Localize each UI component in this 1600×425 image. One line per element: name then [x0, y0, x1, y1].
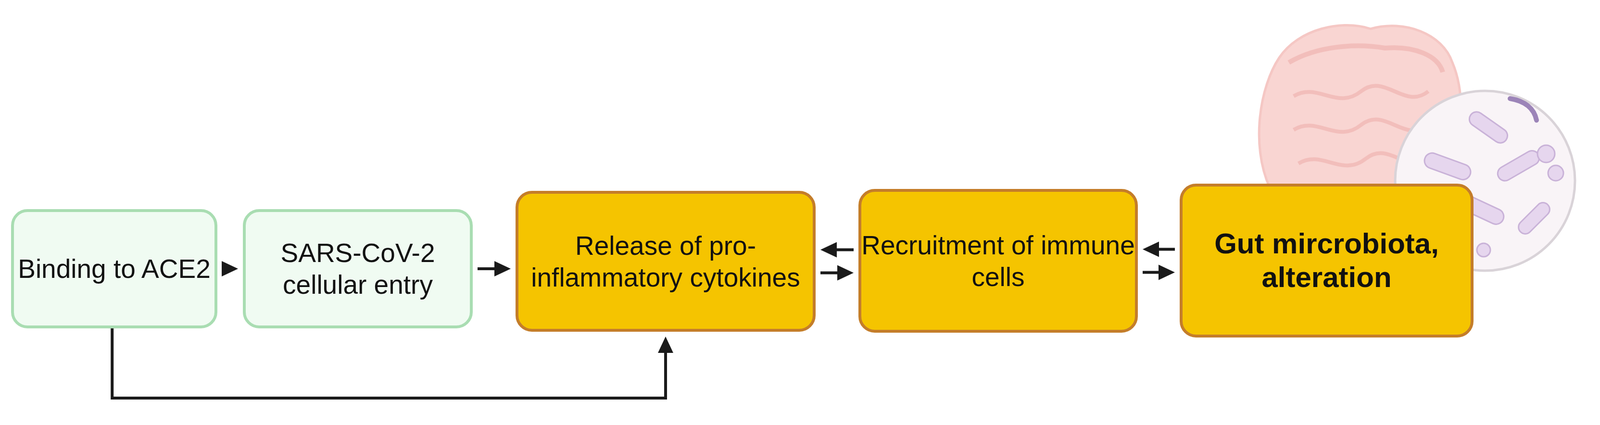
highlight-box: Recruitment of immune cells	[858, 188, 1138, 333]
arrowhead	[221, 261, 239, 277]
arrow-connector	[477, 261, 511, 277]
arrowhead	[1158, 264, 1175, 281]
arrowhead	[837, 265, 854, 281]
connector-line	[834, 248, 854, 252]
arrow-connector	[820, 265, 854, 281]
arrowhead	[494, 261, 511, 277]
arrowhead	[820, 242, 837, 258]
arrow-connector	[221, 261, 239, 277]
arrow-connector	[820, 242, 854, 258]
process-box: SARS-CoV-2 cellular entry	[242, 209, 473, 329]
box-label: Gut mircrobiota, alteration	[1182, 226, 1471, 295]
highlight-box: Gut mircrobiota, alteration	[1179, 183, 1474, 338]
highlight-box: Release of pro-inflammatory cytokines	[515, 190, 816, 332]
arrow-connector	[1142, 264, 1175, 281]
box-label: SARS-CoV-2 cellular entry	[245, 237, 470, 301]
connector-line	[112, 328, 666, 399]
box-label: Binding to ACE2	[17, 252, 211, 285]
arrow-connector	[1142, 241, 1175, 258]
connector-line	[1157, 248, 1175, 252]
process-box: Binding to ACE2	[11, 209, 218, 329]
arrowhead	[657, 336, 674, 353]
connector-line	[477, 267, 497, 271]
connector-line	[1142, 271, 1161, 275]
arrowhead	[1142, 241, 1160, 258]
connector-line	[820, 271, 840, 275]
box-label: Recruitment of immune cells	[861, 229, 1135, 293]
arrow-connector	[112, 328, 674, 399]
box-label: Release of pro-inflammatory cytokines	[518, 229, 813, 294]
